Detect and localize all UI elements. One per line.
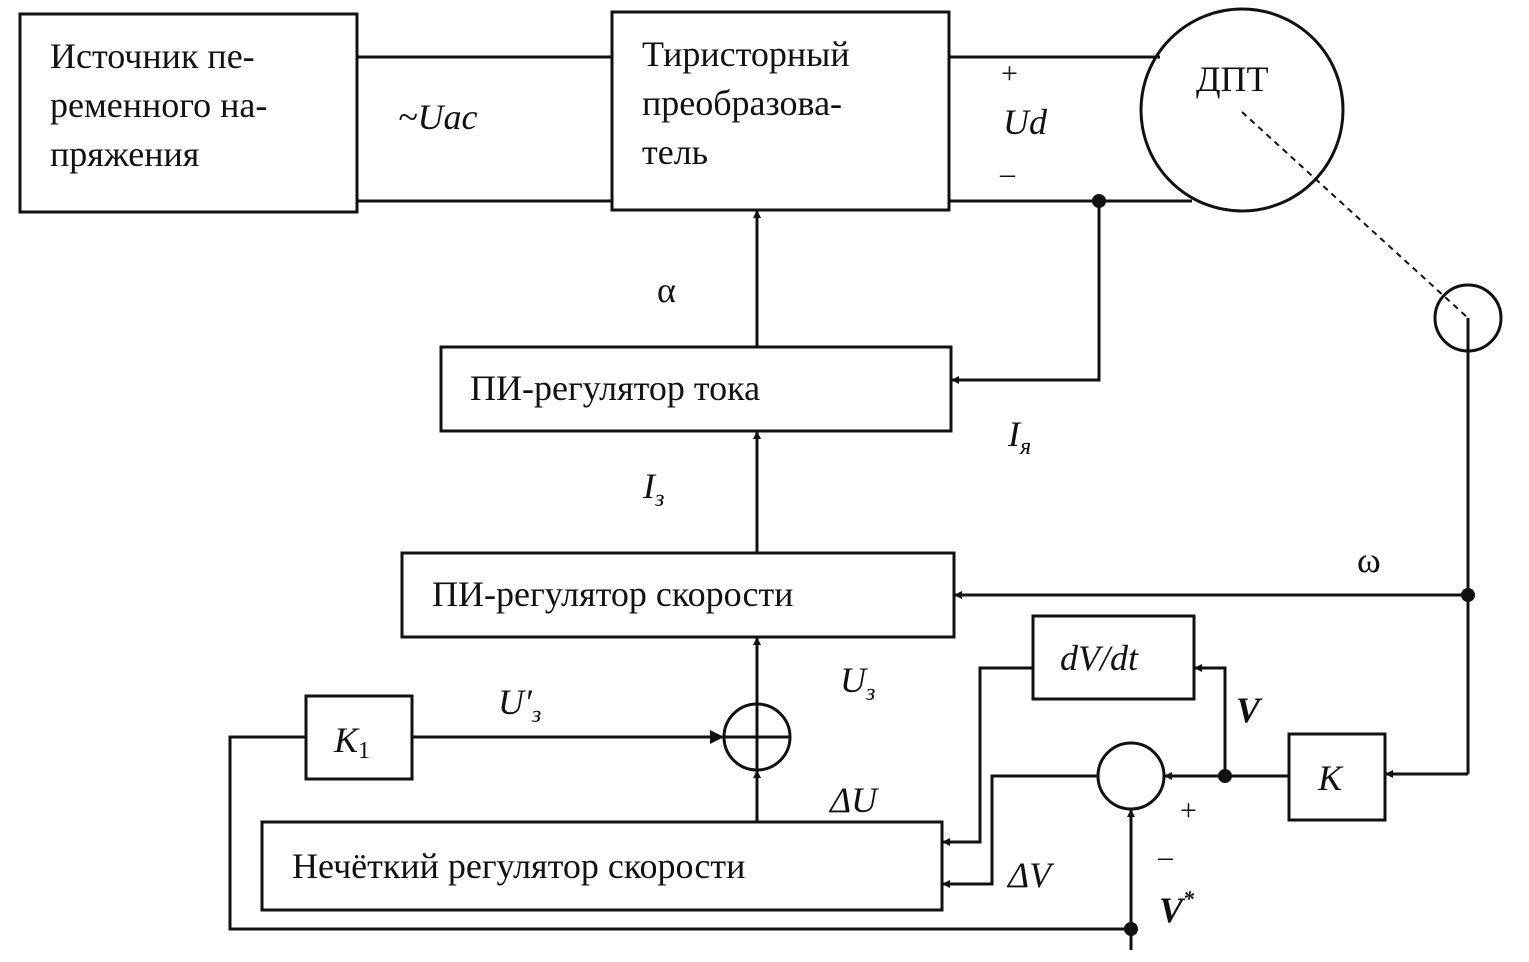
uac-label: ~Uac <box>398 97 477 137</box>
current-pi-label: ПИ-регулятор тока <box>470 368 760 408</box>
omega-label: ω <box>1357 540 1381 580</box>
dc-motor-circle <box>1139 7 1345 213</box>
v-star-label: V* <box>1159 886 1195 930</box>
gain-k-label: K <box>1317 758 1344 798</box>
thyristor-label-line1: Тиристорный <box>642 34 850 74</box>
minus-sign-sum: – <box>1157 840 1174 873</box>
dc-motor-label: ДПТ <box>1196 59 1269 99</box>
armature-current-label: Iя <box>1007 414 1031 460</box>
wire-reference-to-k1 <box>228 735 1131 931</box>
v-label: V <box>1236 690 1263 730</box>
delta-u-label: ΔU <box>828 780 879 820</box>
gain-k-block <box>1287 732 1387 822</box>
plus-sign-sum: + <box>1180 794 1197 827</box>
speed-pi-label: ПИ-регулятор скорости <box>432 574 793 614</box>
speed-reference-prime-label: U′з <box>498 682 541 728</box>
motor-shaft-coupling <box>1241 111 1469 319</box>
ac-source-label-line3: пряжения <box>50 134 199 174</box>
thyristor-label-line2: преобразова- <box>642 83 842 123</box>
ac-source-label-line1: Источник пе- <box>50 36 255 76</box>
current-reference-label: Iз <box>642 466 664 512</box>
ud-label: Ud <box>1003 102 1048 142</box>
wire-armature-current-feedback <box>951 201 1101 384</box>
wire-delta-v-to-fuzzy <box>942 774 1098 888</box>
sum-junction-error <box>1096 741 1166 811</box>
current-pi-controller-block <box>439 345 953 433</box>
gain-k1-label: K1 <box>333 720 370 764</box>
fuzzy-controller-block <box>260 820 944 912</box>
delta-v-label: ΔV <box>1006 855 1055 895</box>
thyristor-label-line3: тель <box>642 132 708 172</box>
speed-pi-controller-block <box>400 551 956 639</box>
wire-v-to-derivative <box>1194 664 1227 776</box>
fuzzy-controller-label: Нечёткий регулятор скорости <box>292 846 745 886</box>
speed-reference-label: Uз <box>840 660 875 706</box>
derivative-block <box>1031 614 1196 701</box>
plus-sign-top: + <box>1001 57 1018 90</box>
alpha-label: α <box>657 270 676 310</box>
wire-derivative-to-fuzzy <box>942 666 1033 846</box>
derivative-label: dV/dt <box>1060 638 1139 678</box>
ac-source-block <box>18 12 359 214</box>
minus-sign-top: – <box>999 157 1016 190</box>
ac-source-label-line2: ременного на- <box>50 85 267 125</box>
thyristor-converter-block <box>610 10 951 212</box>
